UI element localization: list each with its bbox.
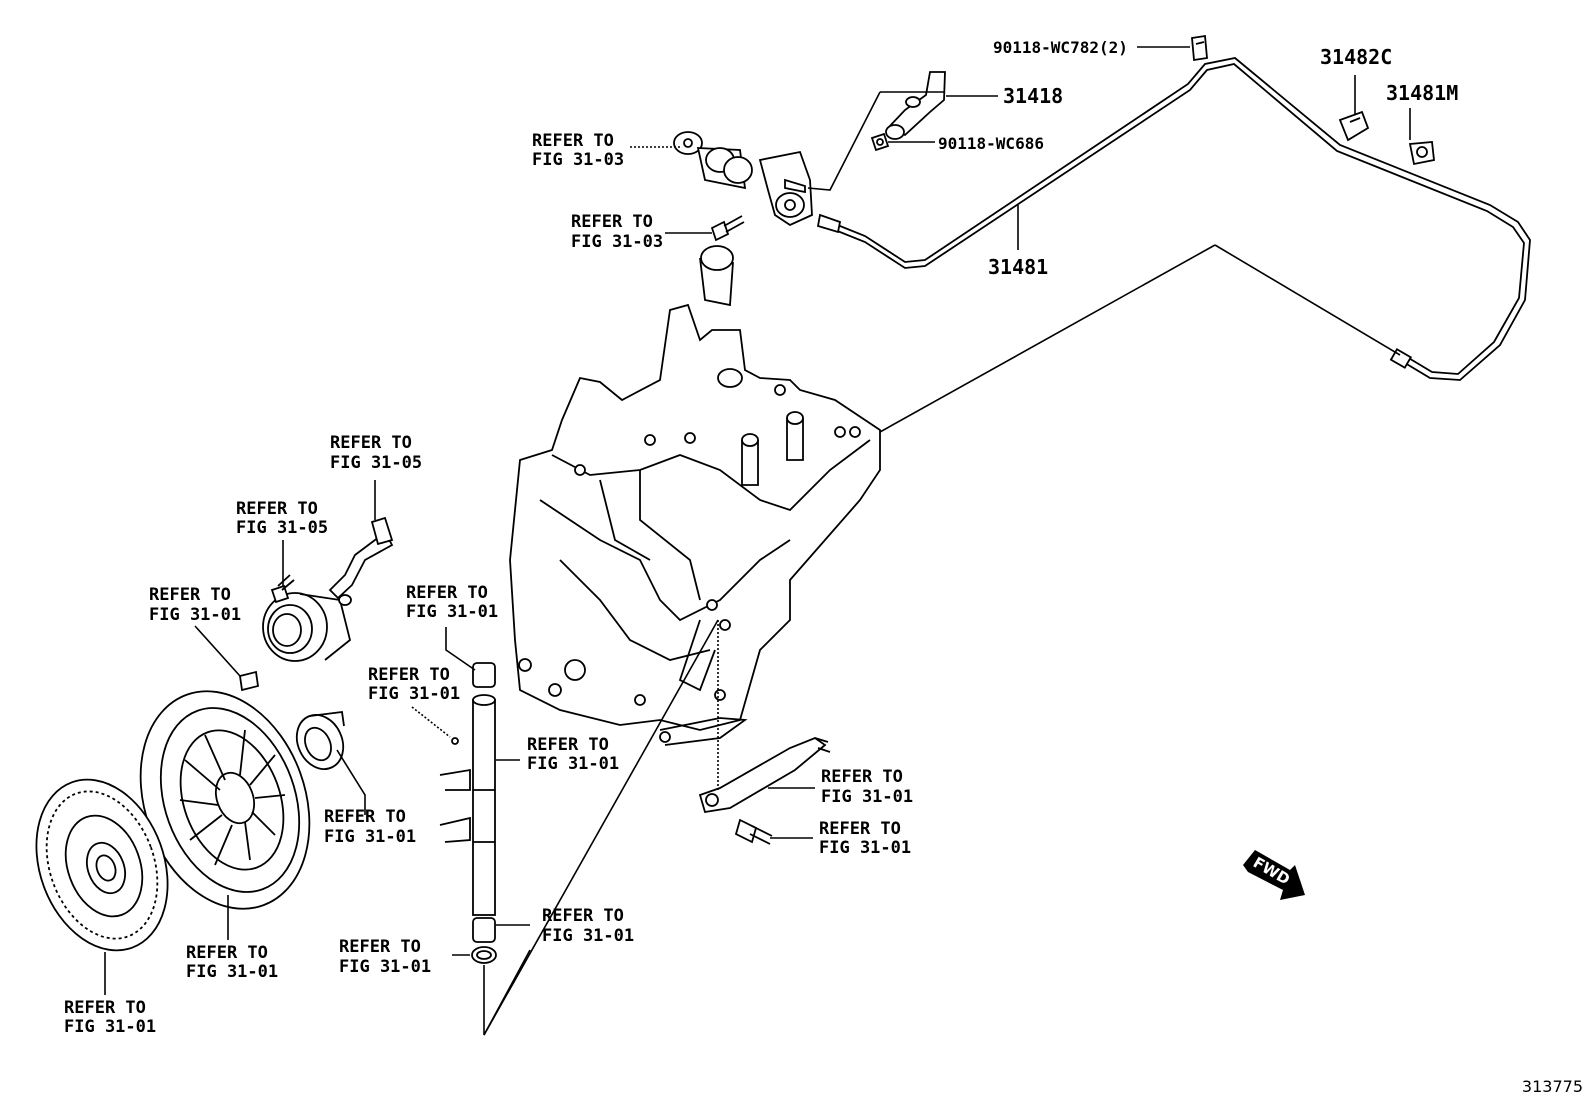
- refer-to-text: REFER TO: [339, 937, 421, 957]
- fig-text: FIG 31-01: [819, 838, 911, 858]
- clutch-master-cylinder: [673, 131, 813, 227]
- slave-cylinder-bolt: [270, 574, 295, 604]
- clip-90118-wc782: [1191, 34, 1208, 62]
- small-bolt: [238, 670, 260, 692]
- fig-text: FIG 31-01: [821, 787, 913, 807]
- transaxle-housing: [509, 245, 881, 746]
- clutch-cover: [139, 690, 311, 910]
- ref-fork-bolt: REFER TO FIG 31-01: [819, 819, 911, 858]
- refer-to-text: REFER TO: [571, 212, 653, 232]
- ref-slave-bolt: REFER TO FIG 31-05: [236, 499, 328, 538]
- fig-text: FIG 31-01: [64, 1017, 156, 1037]
- fig-text: FIG 31-01: [324, 827, 416, 847]
- ref-shaft: REFER TO FIG 31-01: [527, 735, 619, 774]
- label-31481m: 31481M: [1386, 81, 1458, 105]
- fig-text: FIG 31-01: [339, 957, 431, 977]
- refer-to-text: REFER TO: [819, 819, 901, 839]
- fig-text: FIG 31-01: [149, 605, 241, 625]
- clutch-disc: [35, 778, 169, 952]
- refer-to-text: REFER TO: [149, 585, 231, 605]
- illustration-number: 313775: [1522, 1077, 1583, 1096]
- shift-shaft-assembly: [439, 662, 497, 964]
- label-90118-wc782: 90118-WC782(2): [993, 38, 1128, 57]
- fig-text: FIG 31-05: [330, 453, 422, 473]
- refer-to-text: REFER TO: [527, 735, 609, 755]
- fork-bolt: [734, 818, 773, 845]
- fig-text: FIG 31-01: [542, 926, 634, 946]
- fig-text: FIG 31-01: [186, 962, 278, 982]
- leader-lines: [104, 46, 1411, 1036]
- clutch-line-pipe-31481: [816, 57, 1531, 381]
- refer-to-text: REFER TO: [542, 906, 624, 926]
- ref-master-bolt: REFER TO FIG 31-03: [571, 212, 663, 252]
- label-31482c: 31482C: [1320, 45, 1392, 69]
- ref-bushing-bottom: REFER TO FIG 31-01: [542, 906, 634, 946]
- fig-text: FIG 31-01: [368, 684, 460, 704]
- clutch-hose-31418: [885, 71, 946, 140]
- ref-slave-hose: REFER TO FIG 31-05: [330, 433, 422, 473]
- fig-text: FIG 31-01: [527, 754, 619, 774]
- fig-text: FIG 31-03: [571, 232, 663, 252]
- bracket-31482c: [1338, 110, 1370, 142]
- ref-fork: REFER TO FIG 31-01: [821, 767, 913, 807]
- refer-to-text: REFER TO: [821, 767, 903, 787]
- ref-clutch-disc: REFER TO FIG 31-01: [64, 998, 156, 1037]
- clip-90118-wc686: [870, 132, 890, 152]
- ref-clutch-cover: REFER TO FIG 31-01: [186, 943, 278, 982]
- refer-to-text: REFER TO: [406, 583, 488, 603]
- ref-bushing-top: REFER TO FIG 31-01: [406, 583, 498, 622]
- refer-to-text: REFER TO: [324, 807, 406, 827]
- refer-to-text: REFER TO: [330, 433, 412, 453]
- release-bearing: [295, 710, 345, 770]
- ref-seal: REFER TO FIG 31-01: [339, 937, 431, 977]
- fig-text: FIG 31-05: [236, 518, 328, 538]
- ref-master-cylinder: REFER TO FIG 31-03: [532, 131, 624, 170]
- fig-text: FIG 31-03: [532, 150, 624, 170]
- fig-text: FIG 31-01: [406, 602, 498, 622]
- ref-release-bearing: REFER TO FIG 31-01: [324, 807, 416, 847]
- clamp-31481m: [1408, 141, 1435, 166]
- ref-small-bolt: REFER TO FIG 31-01: [149, 585, 241, 625]
- label-31418: 31418: [1003, 84, 1063, 108]
- refer-to-text: REFER TO: [368, 665, 450, 685]
- refer-to-text: REFER TO: [532, 131, 614, 151]
- ref-pin: REFER TO FIG 31-01: [368, 665, 460, 704]
- release-fork: [698, 736, 831, 814]
- master-cylinder-bolt: [710, 215, 745, 242]
- fwd-arrow-icon: FWD: [1243, 850, 1305, 900]
- concentric-slave-cylinder: [262, 516, 394, 662]
- label-90118-wc686: 90118-WC686: [938, 134, 1044, 153]
- refer-to-text: REFER TO: [236, 499, 318, 519]
- label-31481: 31481: [988, 255, 1048, 279]
- refer-to-text: REFER TO: [186, 943, 268, 963]
- refer-to-text: REFER TO: [64, 998, 146, 1018]
